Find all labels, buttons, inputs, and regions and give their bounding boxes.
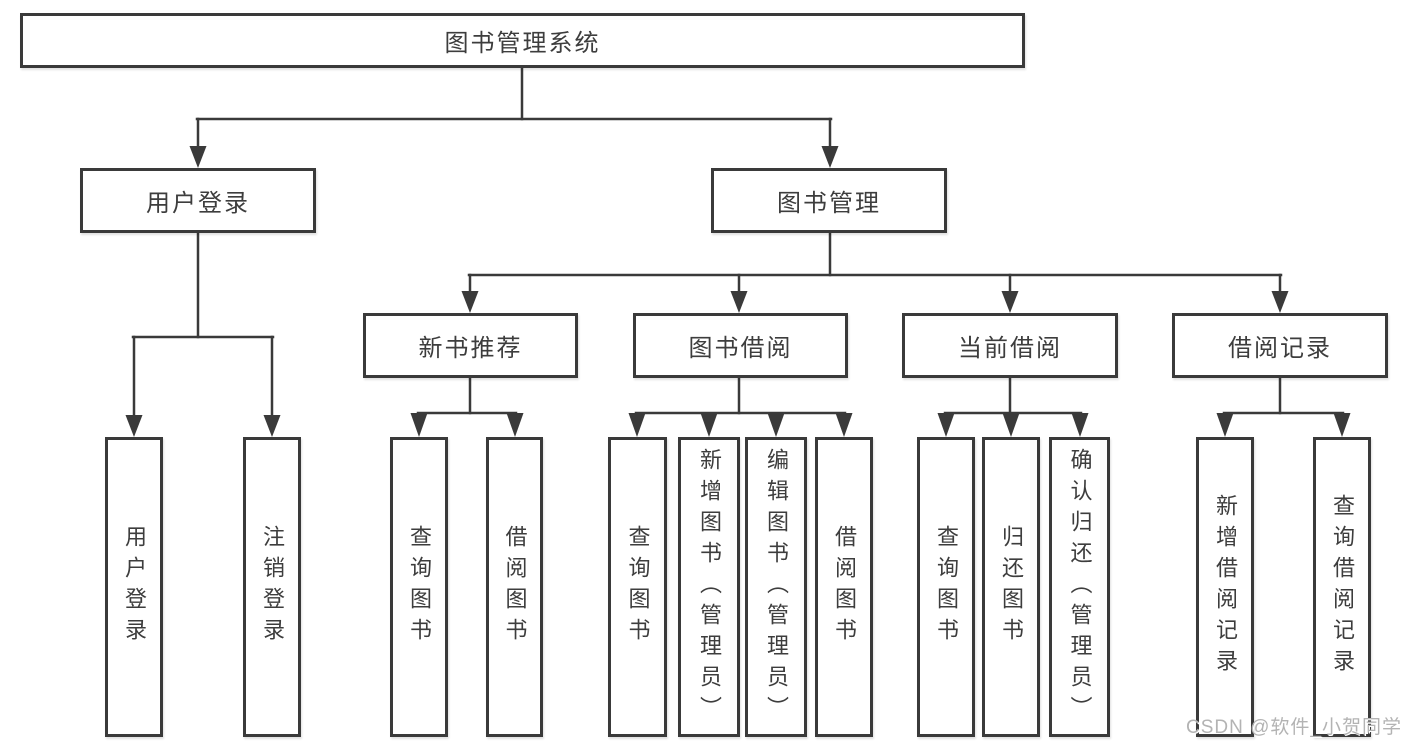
watermark: CSDN @软件_小贺同学: [1186, 717, 1402, 738]
node-new-book-recommend: 新书推荐: [363, 313, 578, 378]
leaf-recommend-query-books-label: 查询图书: [407, 525, 432, 649]
leaf-logout-login-label: 注销登录: [260, 525, 285, 649]
leaf-recommend-borrow-books: 借阅图书: [486, 437, 543, 737]
node-current-borrowing: 当前借阅: [902, 313, 1118, 378]
leaf-recommend-query-books: 查询图书: [390, 437, 448, 737]
leaf-recommend-borrow-books-label: 借阅图书: [502, 525, 528, 649]
leaf-add-borrow-record-label: 新增借阅记录: [1213, 494, 1238, 680]
leaf-logout-login: 注销登录: [243, 437, 301, 737]
node-current-borrowing-label: 当前借阅: [958, 335, 1062, 362]
node-borrow-records: 借阅记录: [1172, 313, 1388, 378]
leaf-query-borrow-record-label: 查询借阅记录: [1330, 494, 1355, 680]
node-book-management-system: 图书管理系统: [20, 13, 1025, 68]
leaf-edit-book-admin-label: 编辑图书（管理员）: [764, 447, 789, 727]
leaf-borrowing-borrow-books: 借阅图书: [815, 437, 873, 737]
leaf-add-borrow-record: 新增借阅记录: [1196, 437, 1254, 737]
leaf-return-book: 归还图书: [982, 437, 1040, 737]
node-book-management-label: 图书管理: [777, 190, 881, 217]
leaf-add-book-admin-label: 新增图书（管理员）: [697, 447, 722, 727]
leaf-borrowing-query-books: 查询图书: [608, 437, 667, 737]
leaf-user-login: 用户登录: [105, 437, 163, 737]
arrowheads: [125, 146, 1351, 437]
leaf-add-book-admin: 新增图书（管理员）: [678, 437, 740, 737]
node-book-management: 图书管理: [711, 168, 947, 233]
node-book-management-system-label: 图书管理系统: [444, 30, 601, 57]
leaf-edit-book-admin: 编辑图书（管理员）: [745, 437, 807, 737]
leaf-current-query-books: 查询图书: [917, 437, 975, 737]
leaf-user-login-label: 用户登录: [122, 525, 147, 649]
node-book-borrowing-label: 图书借阅: [688, 335, 793, 362]
leaf-return-book-label: 归还图书: [999, 525, 1024, 649]
node-new-book-recommend-label: 新书推荐: [418, 335, 523, 362]
node-user-login: 用户登录: [80, 168, 316, 233]
node-borrow-records-label: 借阅记录: [1228, 335, 1332, 362]
node-user-login-label: 用户登录: [146, 190, 250, 217]
leaf-confirm-return-admin: 确认归还（管理员）: [1049, 437, 1110, 737]
leaf-borrowing-borrow-books-label: 借阅图书: [832, 525, 857, 649]
leaf-borrowing-query-books-label: 查询图书: [625, 525, 651, 649]
leaf-query-borrow-record: 查询借阅记录: [1313, 437, 1371, 737]
leaf-confirm-return-admin-label: 确认归还（管理员）: [1067, 447, 1093, 727]
node-book-borrowing: 图书借阅: [633, 313, 848, 378]
leaf-current-query-books-label: 查询图书: [934, 525, 959, 649]
